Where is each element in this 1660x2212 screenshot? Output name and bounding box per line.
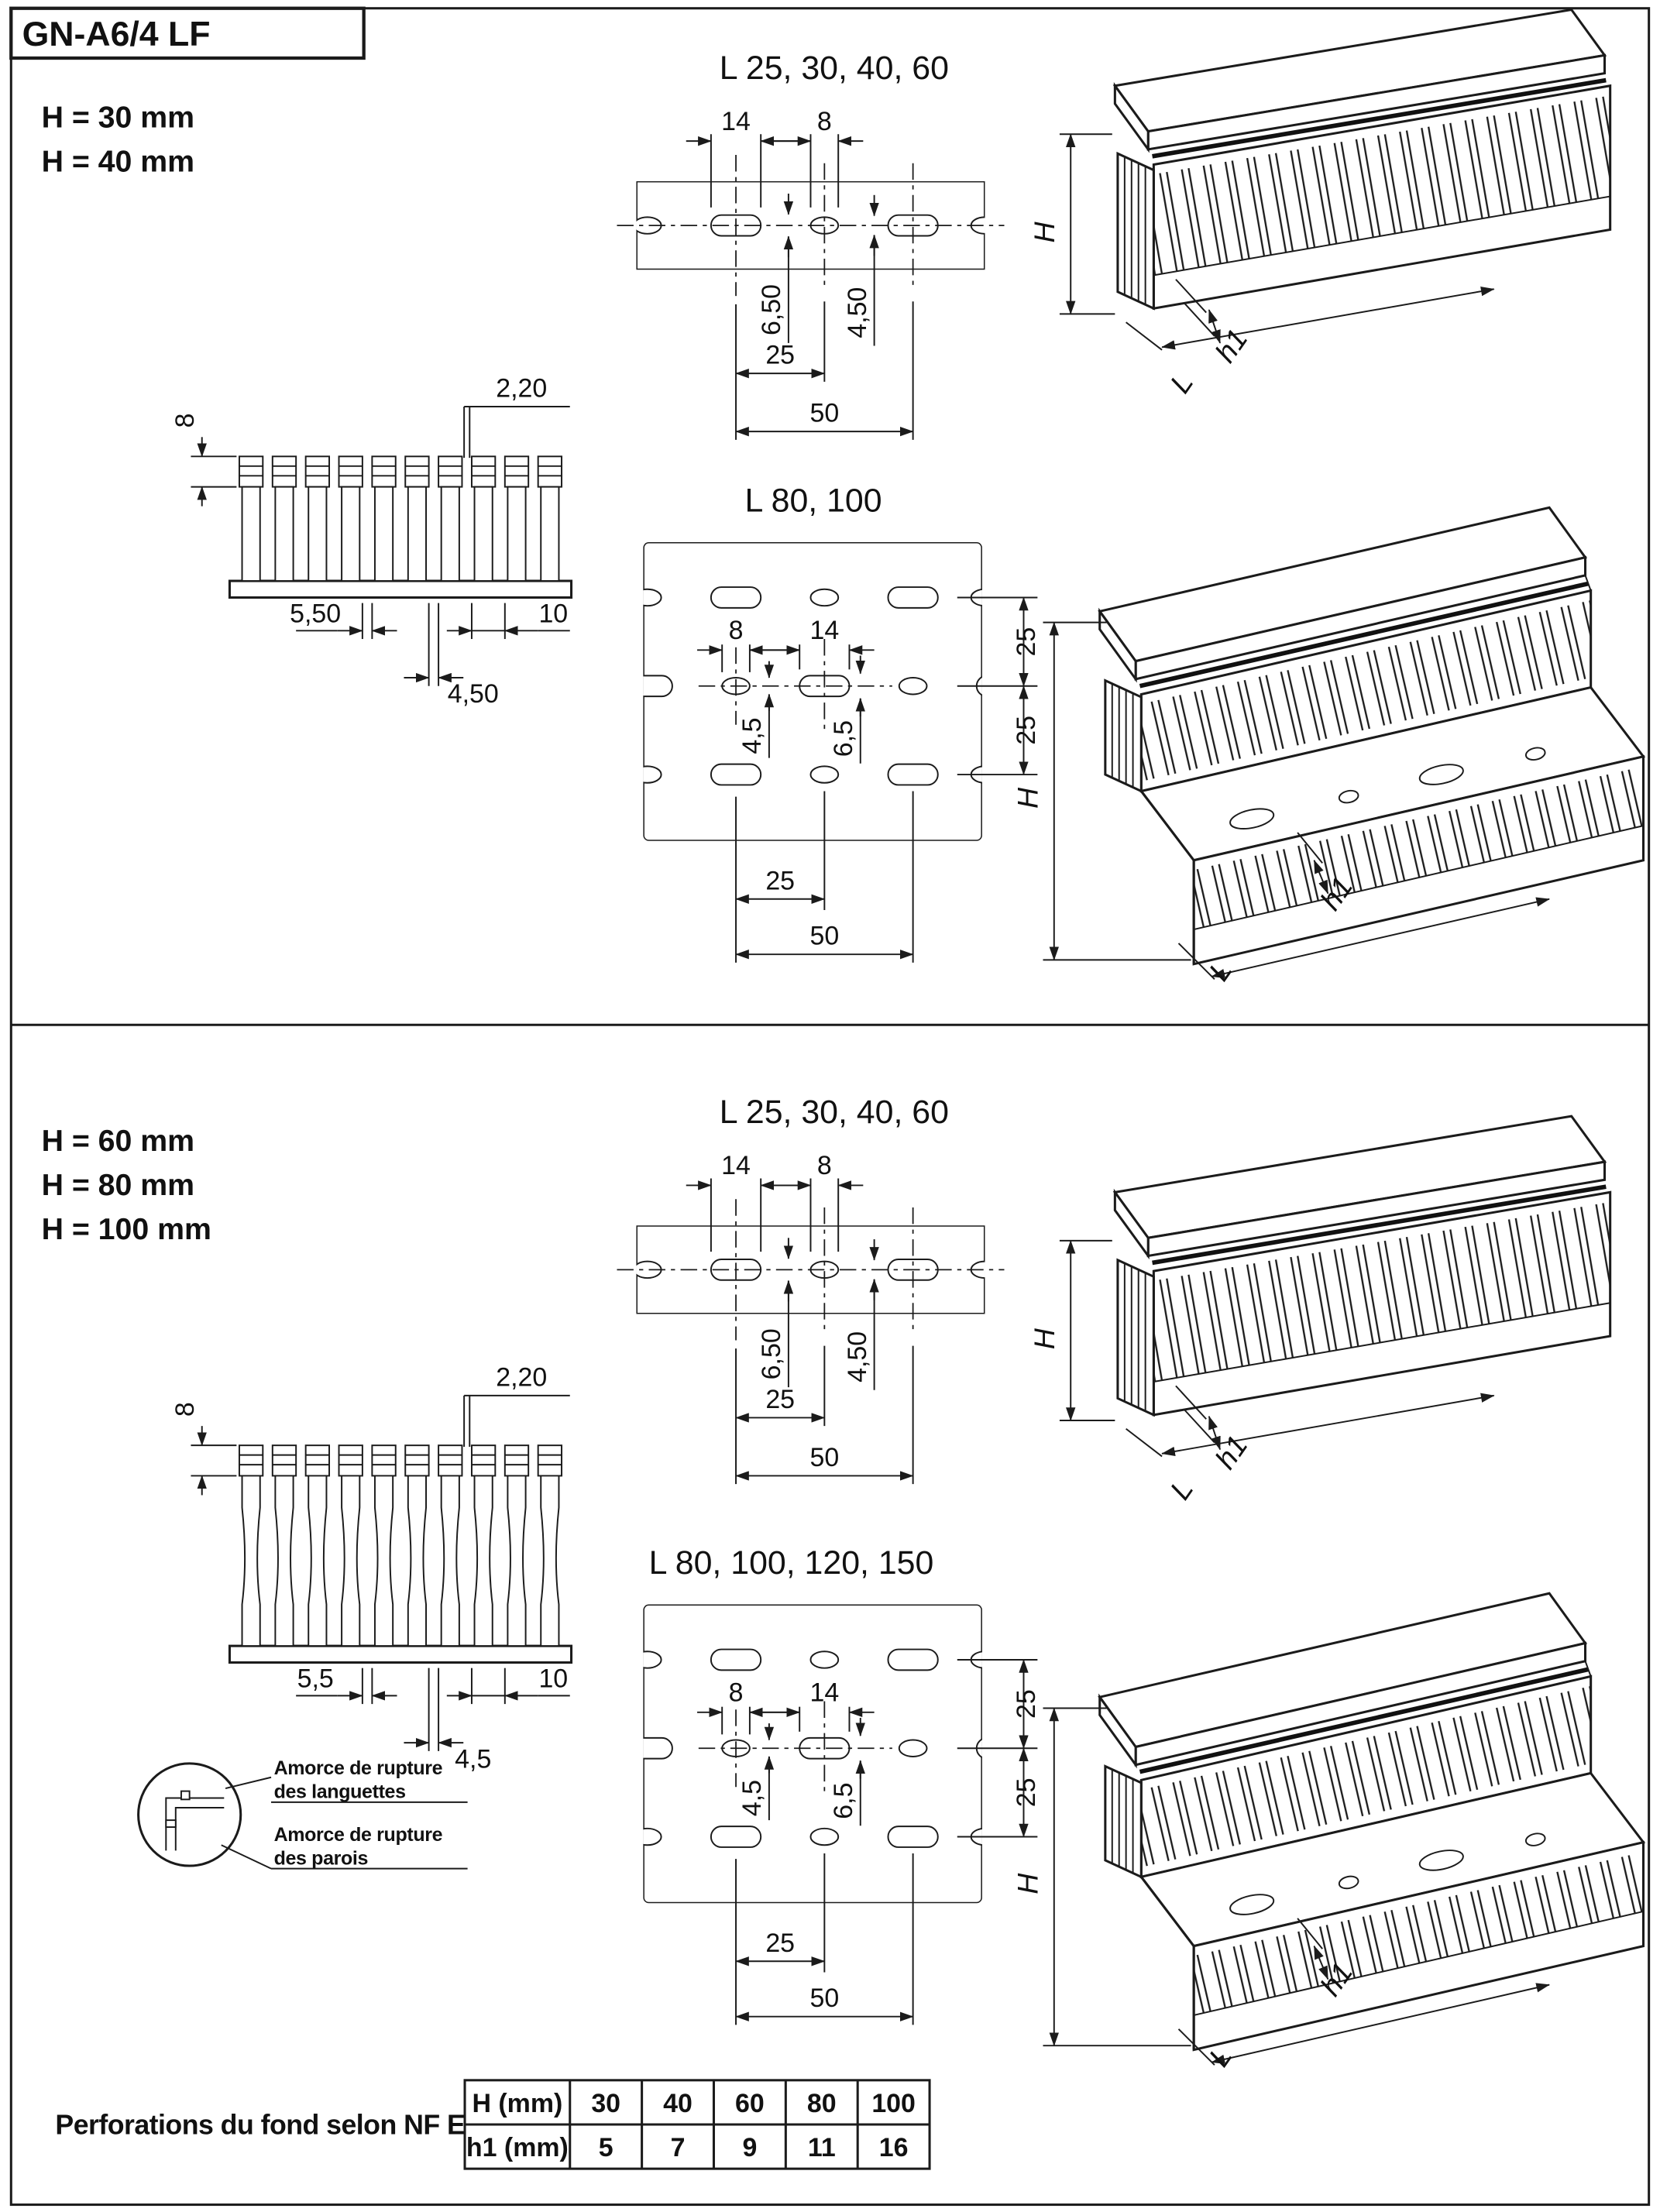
iso-duct-large-top: H L h1 (1011, 506, 1646, 987)
dim-label: 50 (809, 399, 839, 428)
duct-end-teeth (1116, 1258, 1155, 1417)
height-label: H = 30 mm (42, 100, 195, 134)
dim-label: 25 (765, 1385, 795, 1414)
dim-label: 8 (729, 616, 744, 645)
plate-drawing-top: L 80, 100 8 14 4,5 6,5 25 (643, 483, 1041, 963)
dim-label: 10 (538, 1664, 568, 1694)
dim-H-label: H (1028, 222, 1060, 243)
dim-label: 50 (809, 1443, 839, 1472)
duct-end-teeth (1116, 151, 1155, 311)
table-cell: 60 (735, 2089, 765, 2118)
duct-end-teeth (1104, 1764, 1143, 1879)
detail-note: des parois (274, 1847, 368, 1869)
strip-title: L 25, 30, 40, 60 (720, 50, 949, 87)
dim-label: 25 (1012, 716, 1041, 745)
dim-label: 14 (809, 1678, 839, 1708)
dim-label: 8 (170, 1402, 200, 1417)
dim-label: 25 (765, 341, 795, 370)
dim-label: 4,5 (455, 1744, 491, 1774)
dim-label: 25 (1012, 1778, 1041, 1808)
table-cell: 9 (742, 2133, 757, 2162)
dim-label: 10 (538, 599, 568, 629)
dim-label: 14 (809, 616, 839, 645)
dim-label: 25 (765, 866, 795, 895)
dim-label: 14 (721, 107, 751, 136)
dim-label: 8 (817, 1151, 832, 1180)
dim-label: 6,5 (829, 1783, 858, 1819)
dim-label: 2,20 (496, 1362, 547, 1392)
section-bottom: H = 60 mm H = 80 mm H = 100 mm L 25, 30,… (42, 1094, 1646, 2073)
rupture-detail: Amorce de rupture des languettes Amorce … (137, 1757, 468, 1870)
dim-label: 25 (1012, 1689, 1041, 1719)
detail-note: Amorce de rupture (274, 1824, 443, 1846)
dim-label: 4,5 (737, 1780, 767, 1816)
dim-label: 5,50 (290, 599, 341, 629)
table-cell: 16 (879, 2133, 909, 2162)
dim-H-label: H (1011, 1873, 1043, 1894)
dim-label: 25 (1012, 627, 1041, 657)
dim-L-label: L (1163, 367, 1199, 399)
dim-label: 8 (170, 413, 200, 428)
dim-L-label: L (1202, 955, 1238, 987)
table-cell: 40 (663, 2089, 693, 2118)
dim-L-label: L (1163, 1473, 1199, 1505)
table-header-h1: h1 (mm) (466, 2133, 569, 2162)
table-cell: 100 (871, 2089, 916, 2118)
dim-label: 8 (817, 107, 832, 136)
iso-duct-small-bottom: H L h1 (1028, 1115, 1612, 1506)
iso-duct-large-bottom: H L h1 (1011, 1592, 1646, 2073)
section-top: H = 30 mm H = 40 mm L 25, 30, 40, 60 14 … (42, 8, 1646, 987)
product-code: GN-A6/4 LF (22, 15, 211, 53)
dim-H-label: H (1011, 787, 1043, 809)
plate-title: L 80, 100 (745, 483, 882, 520)
dim-label: 4,5 (737, 717, 767, 754)
table-cell: 5 (599, 2133, 613, 2162)
comb-profile-bottom: 8 2,20 5,5 10 4,5 (170, 1362, 573, 1774)
height-label: H = 40 mm (42, 144, 195, 178)
dim-label: 8 (729, 1678, 744, 1708)
table-cell: 80 (807, 2089, 837, 2118)
dim-label: 4,50 (448, 679, 499, 709)
dim-label: 2,20 (496, 374, 547, 404)
detail-note: des languettes (274, 1781, 406, 1803)
dim-label: 4,50 (843, 287, 872, 338)
dim-label: 6,50 (757, 284, 786, 335)
dim-label: 50 (809, 1984, 839, 2013)
strip-title: L 25, 30, 40, 60 (720, 1094, 949, 1131)
strip-drawing-top: L 25, 30, 40, 60 14 8 6,50 4,50 (617, 50, 1005, 440)
dim-label: 5,5 (297, 1664, 334, 1694)
strip-drawing-bottom: L 25, 30, 40, 60 14 8 6,50 4,50 (617, 1094, 1005, 1485)
page-border (9, 7, 1651, 2207)
detail-circle (137, 1762, 242, 1867)
dim-label: 6,50 (757, 1328, 786, 1379)
table-header-H: H (mm) (472, 2089, 562, 2118)
height-label: H = 100 mm (42, 1212, 211, 1246)
plate-title: L 80, 100, 120, 150 (649, 1544, 934, 1582)
title-box: GN-A6/4 LF (9, 6, 366, 60)
dim-label: 50 (809, 922, 839, 951)
plate-drawing-bottom: L 80, 100, 120, 150 8 14 4,5 6,5 (643, 1544, 1041, 2025)
detail-note: Amorce de rupture (274, 1757, 443, 1779)
dim-H-label: H (1028, 1328, 1060, 1349)
dim-label: 14 (721, 1151, 751, 1180)
duct-end-teeth (1104, 678, 1143, 793)
dim-label: 4,50 (843, 1331, 872, 1382)
dim-label: 6,5 (829, 720, 858, 757)
dim-L-label: L (1202, 2041, 1238, 2073)
table-cell: 30 (591, 2089, 620, 2118)
iso-duct-small-top: H L h1 (1028, 8, 1612, 399)
spec-table: H (mm) 30 40 60 80 100 h1 (mm) 5 7 9 11 … (463, 2079, 931, 2170)
height-label: H = 80 mm (42, 1168, 195, 1202)
dim-label: 25 (765, 1929, 795, 1958)
table-cell: 11 (808, 2133, 836, 2162)
comb-profile-top: 8 2,20 5,50 10 4,50 (170, 374, 573, 709)
table-cell: 7 (671, 2133, 686, 2162)
height-label: H = 60 mm (42, 1124, 195, 1158)
